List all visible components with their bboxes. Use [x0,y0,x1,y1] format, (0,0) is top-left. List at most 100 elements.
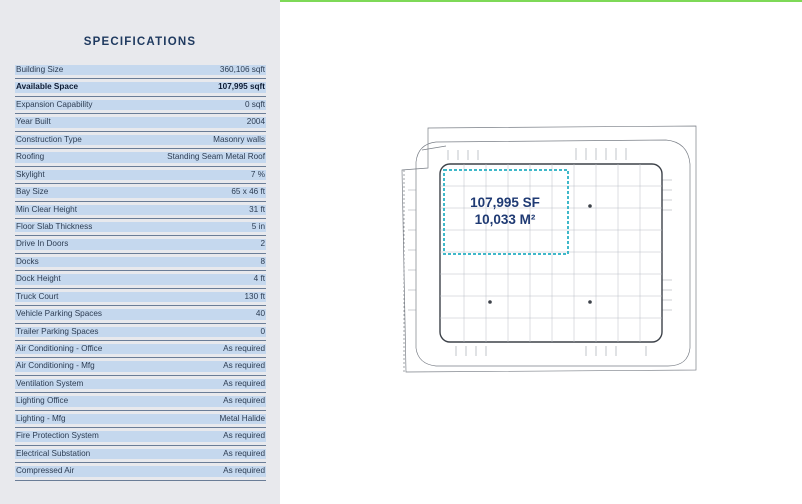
spec-row-bar [15,256,266,268]
spec-row: Air Conditioning - Office As required [15,341,266,359]
spec-row-bar [15,82,266,93]
spec-row-bar [15,65,266,76]
spec-value: As required [223,396,265,406]
road-line [421,145,447,151]
spec-label: Floor Slab Thickness [16,221,93,231]
spec-row-bar [15,291,266,303]
spec-label: Compressed Air [16,466,75,476]
spec-row-bar [15,326,266,337]
spec-value: As required [223,344,265,353]
area-m2: 10,033 M² [474,212,536,227]
spec-value: As required [223,361,265,371]
spec-value: 0 sqft [244,99,265,109]
spec-value: As required [223,466,265,476]
spec-row: Air Conditioning - Mfg As required [15,358,266,376]
spec-row-bar [15,99,266,111]
spec-value: 4 ft [253,274,265,284]
spec-row: Year Built 2004 [15,114,266,132]
spec-label: Lighting - Mfg [16,413,66,423]
spec-row: Dock Height 4 ft [15,271,266,289]
spec-value: 7 % [250,169,265,179]
spec-row-bar [15,117,266,128]
building-outline [439,163,663,343]
spec-row-bar [15,466,266,477]
accent-line [280,0,802,2]
spec-value: Standing Seam Metal Roof [167,152,265,162]
spec-label: Vehicle Parking Spaces [16,309,103,319]
spec-row-bar [15,361,266,372]
spec-label: Available Space [16,82,79,92]
spec-value: 8 [260,256,265,266]
spec-label: Roofing [16,152,45,162]
available-area-label: 107,995 SF 10,033 M² [450,194,560,228]
spec-row-bar [15,378,266,390]
spec-row: Available Space 107,995 sqft [15,79,266,97]
specifications-panel: SPECIFICATIONS Building Size 360,106 sqft… [0,0,280,504]
spec-row-bar [15,396,266,407]
perimeter-road [415,139,691,367]
spec-row: Vehicle Parking Spaces 40 [15,306,266,324]
spec-row-bar [15,134,266,146]
spec-row: Floor Slab Thickness 5 in [15,219,266,237]
spec-label: Air Conditioning - Mfg [16,361,95,371]
spec-label: Construction Type [16,134,82,144]
spec-label: Dock Height [16,274,61,284]
spec-label: Drive In Doors [16,239,69,249]
area-sf: 107,995 SF [470,195,540,210]
parking-stalls [408,148,672,356]
spec-value: 130 ft [244,291,266,301]
spec-row: Lighting - Mfg Metal Halide [15,411,266,429]
spec-value: Metal Halide [219,413,265,423]
spec-label: Air Conditioning - Office [16,344,103,353]
spec-value: 360,106 sqft [219,65,265,74]
spec-row-bar [15,152,266,163]
spec-label: Expansion Capability [16,99,93,109]
spec-label: Min Clear Height [16,204,77,214]
available-space-outline [443,169,569,255]
spec-row: Drive In Doors 2 [15,236,266,254]
spec-label: Year Built [16,117,51,127]
spec-row-bar [15,309,266,320]
spec-label: Fire Protection System [16,431,99,441]
spec-row-bar [15,274,266,285]
spec-row-bar [15,221,266,233]
spec-row-bar [15,413,266,425]
spec-value: 31 ft [249,204,265,214]
spec-row: Truck Court 130 ft [15,289,266,307]
spec-value: 65 x 46 ft [231,187,265,197]
spec-row: Fire Protection System As required [15,428,266,446]
spec-row: Compressed Air As required [15,463,266,481]
spec-label: Electrical Substation [16,448,91,458]
floor-plan [401,125,697,373]
columns [488,204,592,304]
spec-value: As required [223,378,265,388]
site-boundary [401,125,697,373]
spec-value: 40 [255,309,265,319]
spec-row-bar [15,344,266,355]
spec-value: 2004 [246,117,265,127]
spec-label: Ventilation System [16,378,84,388]
spec-row-bar [15,239,266,250]
spec-value: 107,995 sqft [218,82,265,92]
spec-row: Expansion Capability 0 sqft [15,97,266,115]
spec-row-bar [15,204,266,215]
specifications-title: SPECIFICATIONS [83,36,197,48]
spec-value: As required [223,431,265,441]
spec-value: Masonry walls [213,134,265,144]
spec-label: Trailer Parking Spaces [16,326,99,336]
spec-label: Building Size [16,65,64,74]
spec-row: Construction Type Masonry walls [15,132,266,150]
spec-label: Truck Court [16,291,59,301]
spec-row: Ventilation System As required [15,376,266,394]
spec-row: Min Clear Height 31 ft [15,202,266,219]
spec-value: 5 in [251,221,265,231]
spec-row-bar [15,169,266,181]
spec-value: 2 [260,239,265,249]
spec-row-bar [15,448,266,460]
